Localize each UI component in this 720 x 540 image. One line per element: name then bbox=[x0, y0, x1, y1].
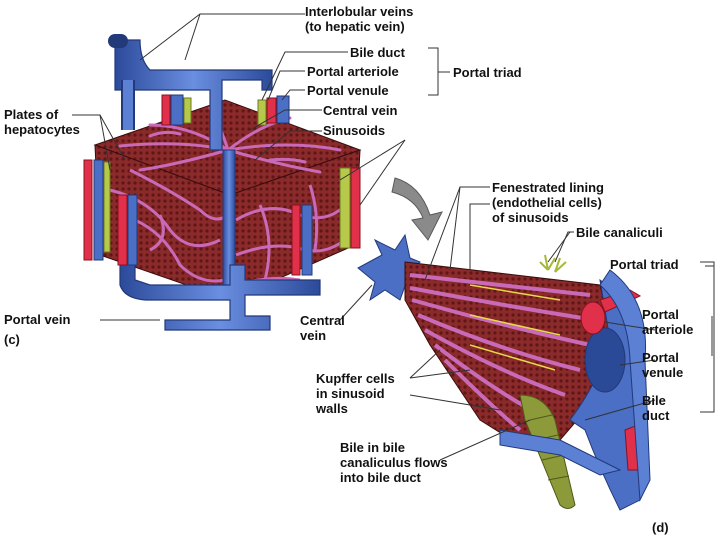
label-portal-vein: Portal vein bbox=[4, 312, 71, 327]
portal-triads-c bbox=[83, 94, 361, 276]
bile-canaliculi-lines bbox=[469, 284, 561, 371]
portal-venule-opening bbox=[584, 327, 626, 393]
lobule-block-c bbox=[83, 34, 362, 331]
sinusoids-front bbox=[109, 168, 229, 283]
label-interlobular-veins: Interlobular veins (to hepatic vein) bbox=[305, 4, 414, 34]
sinusoids-d bbox=[409, 273, 596, 432]
label-bile-flow: Bile in bile canaliculus flows into bile… bbox=[340, 440, 448, 485]
label-fenestrated-lining: Fenestrated lining (endothelial cells) o… bbox=[492, 180, 604, 225]
label-central-vein-d: Central vein bbox=[300, 313, 345, 343]
label-portal-triad-d: Portal triad bbox=[610, 257, 679, 272]
zoom-arrow bbox=[391, 177, 443, 241]
label-central-vein-c: Central vein bbox=[323, 103, 398, 118]
lower-vessels-d bbox=[499, 429, 622, 476]
label-plates-of-hepatocytes: Plates of hepatocytes bbox=[4, 107, 80, 137]
portal-arteriole-d bbox=[580, 301, 606, 335]
label-kupffer-cells: Kupffer cells in sinusoid walls bbox=[316, 371, 395, 416]
label-bile-duct-c: Bile duct bbox=[350, 45, 405, 60]
leader-lines bbox=[72, 13, 715, 461]
vein-opening bbox=[108, 34, 128, 48]
label-bile-canaliculi: Bile canaliculi bbox=[576, 225, 663, 240]
label-sinusoids-c: Sinusoids bbox=[323, 123, 386, 138]
interlobular-veins bbox=[114, 39, 273, 151]
bile-canaliculi-tuft bbox=[539, 254, 567, 273]
label-portal-venule-c: Portal venule bbox=[307, 83, 389, 98]
label-bile-duct-d: Bile duct bbox=[642, 393, 670, 423]
label-portal-triad-c: Portal triad bbox=[453, 65, 522, 80]
portal-vein-c bbox=[119, 259, 321, 331]
label-portal-arteriole-d: Portal arteriole bbox=[642, 307, 694, 337]
label-portal-arteriole-c: Portal arteriole bbox=[307, 64, 399, 79]
label-portal-venule-d: Portal venule bbox=[642, 350, 684, 380]
panel-label-c: (c) bbox=[4, 332, 20, 347]
panel-label-d: (d) bbox=[652, 520, 669, 535]
lobule-sector-d bbox=[357, 233, 651, 511]
